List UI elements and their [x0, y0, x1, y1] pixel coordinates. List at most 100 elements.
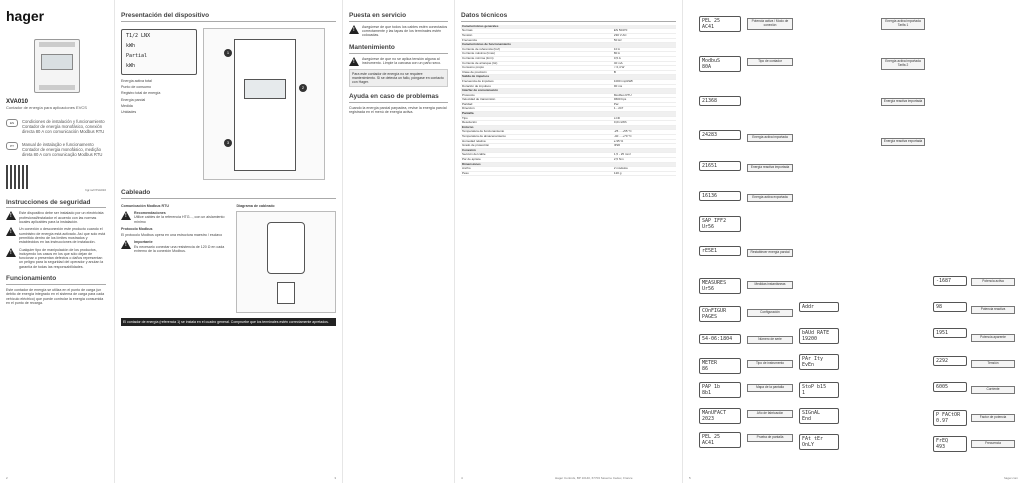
- function-text: Este contador de energía se utiliza en e…: [6, 287, 105, 305]
- warning-icon: !: [349, 24, 359, 34]
- legend-item: Energía activa total: [121, 78, 152, 83]
- spec-value: 1000 imp/kWh: [612, 79, 676, 85]
- spec-section: Salida de impulsos: [461, 74, 676, 80]
- spec-key: Velocidad de transmisión: [461, 97, 613, 103]
- page-number: 5: [689, 476, 691, 481]
- top-terminals: [39, 41, 75, 47]
- config-screen-node: Addr: [799, 302, 839, 312]
- spec-key: Grado de protección: [461, 143, 613, 149]
- lcd-screen-node: 54-06:1804: [699, 334, 741, 344]
- spec-row: Corriente de referencia (Iref)10 A: [461, 47, 676, 53]
- measure-label: Frecuencia: [971, 440, 1015, 448]
- page-number: 2: [6, 476, 8, 481]
- value-screen-node: P FACtOR 0.97: [933, 410, 967, 426]
- wiring-caption: El contador de energía (referencia 1) se…: [121, 317, 336, 327]
- lcd-line-3: Partial: [126, 52, 148, 59]
- spec-value: ≤ 95 %: [612, 139, 676, 145]
- spec-key: Sección del cable: [461, 152, 613, 158]
- value-screen-node: -1687: [933, 276, 967, 286]
- lcd-line-4: kWh: [126, 62, 136, 69]
- qr-url[interactable]: hgr.io/r/XVA010: [85, 187, 106, 192]
- lcd-screen-node: 24283: [699, 130, 741, 140]
- spec-key: Salida de impulsos: [461, 74, 613, 80]
- spec-section: Características de funcionamiento: [461, 42, 676, 48]
- lcd-screen-node: PAP 1b 8b1: [699, 382, 741, 398]
- spec-key: Temperatura de funcionamiento: [461, 129, 613, 136]
- spec-section: Pantalla: [461, 111, 676, 117]
- spec-value: 80 A: [612, 51, 676, 57]
- qr-code[interactable]: [6, 164, 30, 189]
- spec-section: Características generales: [461, 24, 676, 30]
- spec-section: Entorno: [461, 125, 676, 131]
- legend-item: Punto de consumo: [121, 85, 151, 90]
- menu-label: Energía reactiva importada: [747, 164, 793, 172]
- menu-label: Configuración: [747, 309, 793, 317]
- footer-website[interactable]: hager.com: [1003, 476, 1018, 481]
- spec-key: Ancho: [461, 166, 613, 172]
- measure-label: Corriente: [971, 386, 1015, 394]
- spec-value: [612, 125, 676, 131]
- measure-label: Energía reactiva importada: [881, 98, 925, 106]
- spec-value: [612, 162, 676, 168]
- spec-key: Peso: [461, 171, 613, 177]
- value-screen-node: 2292: [933, 356, 967, 366]
- spec-key: Dimensiones: [461, 162, 613, 168]
- setup-text: Asegúrese de que todos los cables estén …: [362, 24, 448, 38]
- spec-value: -25 ... +55 °C: [612, 129, 676, 136]
- spec-key: Clase de precisión: [461, 70, 613, 76]
- circuit-title: Diagrama de cableado: [236, 203, 275, 208]
- lcd-screen-node: PEL 25 AC41: [699, 16, 741, 32]
- spec-key: Protocolo: [461, 93, 613, 99]
- lcd-screen-node: MEASURES Ur56: [699, 278, 741, 294]
- legend-item: Medida: [121, 104, 133, 109]
- spec-value: 230 V AC: [612, 33, 676, 39]
- menu-label: Mapa de la pantalla: [747, 384, 793, 392]
- language-code: PT: [6, 141, 18, 150]
- spec-value: [612, 24, 676, 30]
- spec-value: Modbus RTU: [612, 93, 676, 99]
- meter-display: [244, 78, 286, 99]
- spec-key: Tipo: [461, 116, 613, 122]
- spec-key: Conexión: [461, 148, 613, 154]
- help-title: Ayuda en caso de problemas: [349, 93, 448, 103]
- config-screen-node: FAt tEr OnLY: [799, 434, 839, 450]
- spec-key: Corriente de referencia (Iref): [461, 47, 613, 53]
- measure-label: Energía activa importada Tarifa 1: [881, 18, 925, 30]
- maintenance-title: Mantenimiento: [349, 44, 448, 54]
- lcd-screen-node: 21651: [699, 161, 741, 171]
- spec-key: Frecuencia: [461, 38, 613, 44]
- config-screen-node: SIGnAL End: [799, 408, 839, 424]
- meter-outline: [234, 38, 296, 171]
- lcd-illustration: T1/2 LNX kWh Partial kWh: [121, 28, 197, 75]
- spec-key: Resolución: [461, 120, 613, 126]
- modbus-title: Protocolo Modbus: [121, 226, 153, 231]
- spec-key: Corriente mínima (Imin): [461, 56, 613, 62]
- safety-item: !Este dispositivo debe ser instalado por…: [6, 211, 106, 224]
- lcd-screen-node: COnFIGUR PAGES: [699, 306, 741, 322]
- language-text: Manual de instalação e funcionamento Con…: [22, 141, 103, 157]
- spec-value: < 0,4 W: [612, 65, 676, 71]
- measure-label: Potencia aparente: [971, 334, 1015, 342]
- spec-key: Temperatura de almacenamiento: [461, 134, 613, 140]
- safety-item: !Un conexión o desconexión este producto…: [6, 227, 106, 244]
- spec-value: 40 mA: [612, 61, 676, 67]
- maintenance-note: ! Asegúrese de que no se aplica tensión …: [349, 56, 448, 66]
- important-title: Importante: [134, 240, 153, 245]
- device-illustration: [34, 38, 80, 93]
- spec-value: Par: [612, 102, 676, 108]
- spec-key: Corriente máxima (Imax): [461, 51, 613, 57]
- lcd-line-1: T1/2 LNX: [126, 32, 151, 39]
- wiring-subtitle: Comunicación Modbus RTU: [121, 203, 169, 208]
